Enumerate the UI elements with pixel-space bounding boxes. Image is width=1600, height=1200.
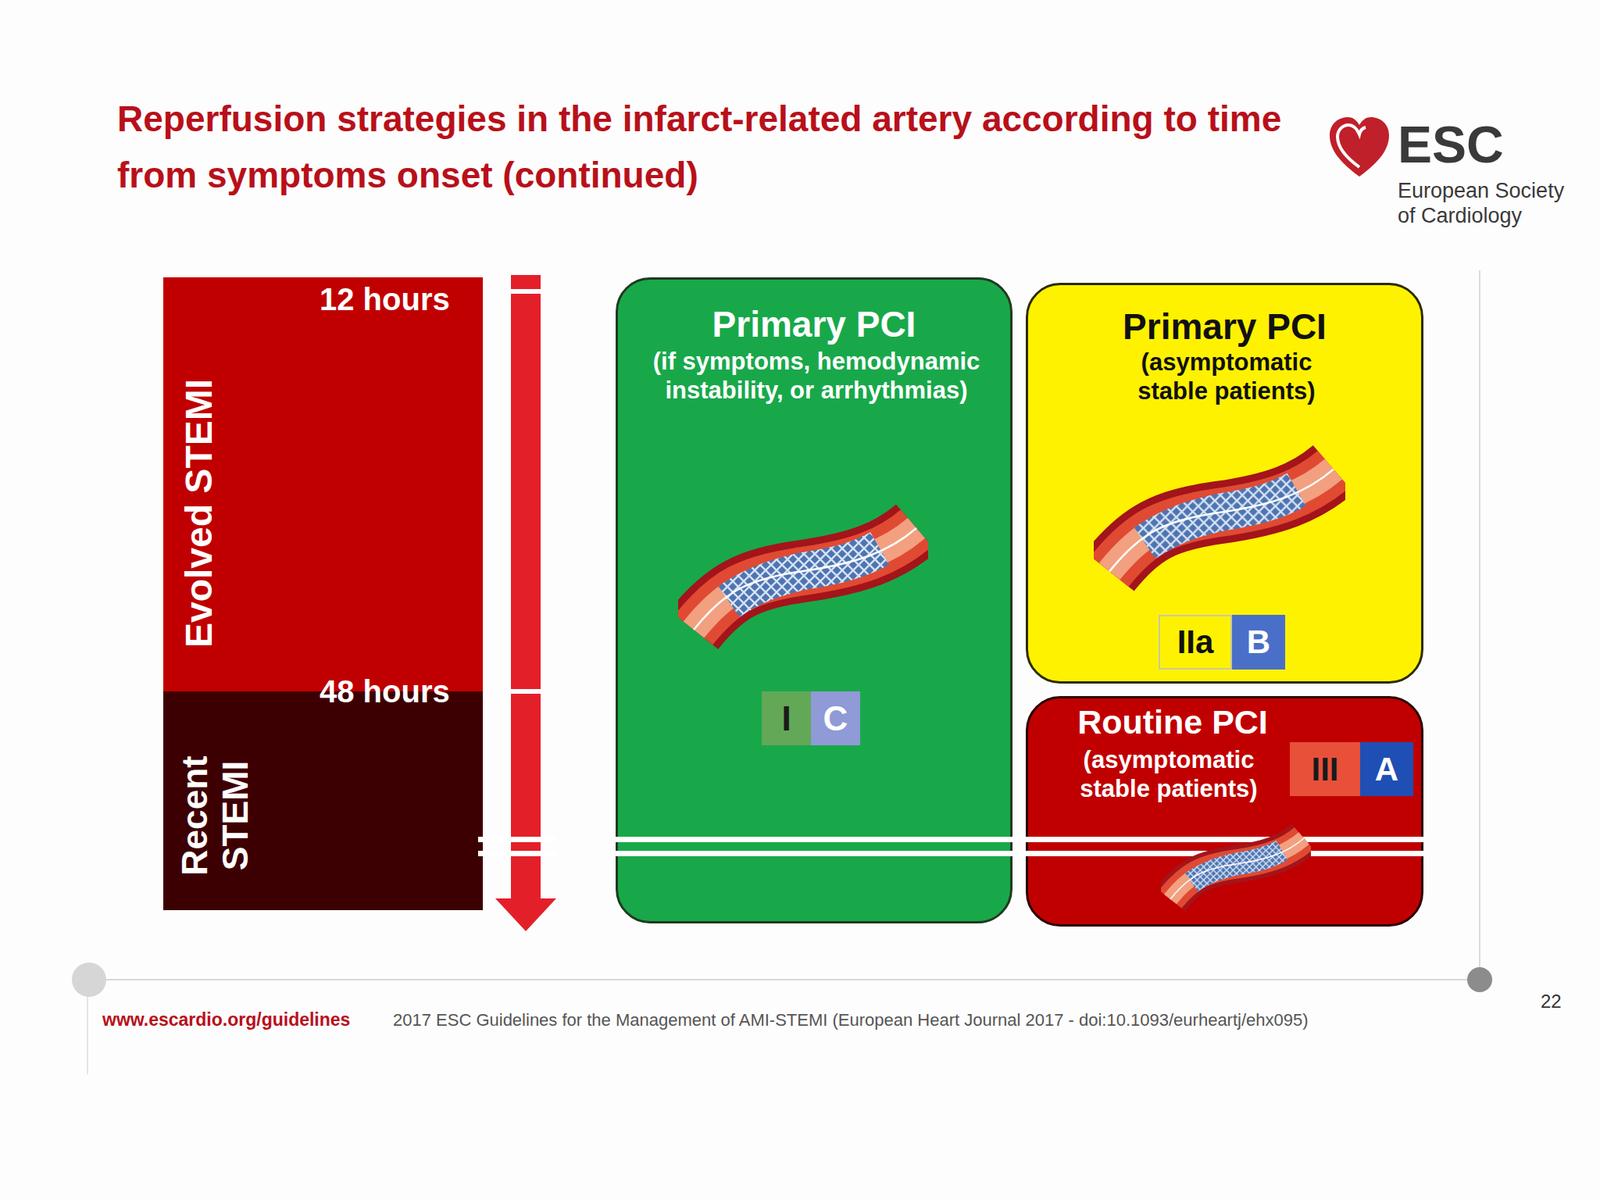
arrow-shaft	[510, 275, 541, 908]
level-badge: C	[810, 691, 861, 746]
badge-text: I	[781, 699, 791, 739]
class-badge: I	[761, 691, 811, 746]
logo-subtitle: European Society of Cardiology	[1397, 178, 1586, 229]
badge-text: C	[823, 699, 849, 739]
separator-line	[478, 836, 557, 843]
badge-text: IIa	[1177, 623, 1215, 661]
esc-heart-logo	[1329, 117, 1390, 177]
logo-text: ESC	[1397, 117, 1504, 172]
badge-text: B	[1246, 623, 1271, 661]
heart-inner	[1337, 125, 1366, 168]
footer-dot	[1467, 967, 1493, 993]
footer-dot	[71, 962, 107, 997]
page-number: 22	[1540, 990, 1562, 1013]
slide-title: Reperfusion strategies in the infarct-re…	[117, 90, 1321, 204]
strategy-title: Primary PCI	[1028, 305, 1422, 348]
band-label: Recent STEMI	[174, 714, 261, 918]
time-arrow	[495, 275, 557, 932]
class-badge: IIa	[1158, 614, 1233, 670]
footer-line	[89, 978, 1480, 981]
badge-text: III	[1310, 750, 1339, 789]
arrow-tick	[510, 689, 541, 694]
level-badge: B	[1232, 614, 1286, 670]
footer-url: www.escardio.org/guidelines	[102, 1009, 350, 1031]
time-mark: 12 hours	[319, 282, 476, 318]
level-badge: A	[1360, 742, 1414, 797]
strategy-note: (asymptomatic stable patients)	[1055, 745, 1283, 804]
heart-shape	[1329, 117, 1390, 177]
time-mark: 48 hours	[319, 674, 476, 710]
footer-citation: 2017 ESC Guidelines for the Management o…	[392, 1010, 1503, 1031]
strategy-box: Primary PCI(if symptoms, hemodynamic ins…	[615, 277, 1013, 924]
band-label: Evolved STEMI	[174, 306, 225, 721]
strategy-note: (asymptomatic stable patients)	[1109, 347, 1344, 406]
badge-text: A	[1375, 750, 1399, 789]
arrow-tick	[510, 289, 541, 294]
strategy-title: Routine PCI	[1059, 703, 1286, 742]
separator-line	[478, 850, 557, 857]
divider-line	[1478, 270, 1481, 980]
arrow-head	[495, 898, 557, 932]
strategy-title: Primary PCI	[617, 303, 1011, 346]
strategy-box: Routine PCI(asymptomatic stable patients…	[1025, 696, 1424, 927]
strategy-box: Primary PCI(asymptomatic stable patients…	[1025, 282, 1424, 684]
strategy-note: (if symptoms, hemodynamic instability, o…	[648, 346, 985, 405]
recent-stemi-band: 48 hoursRecent STEMI	[163, 691, 483, 911]
class-badge: III	[1289, 742, 1361, 797]
evolved-stemi-band: 12 hoursEvolved STEMI	[163, 277, 483, 692]
